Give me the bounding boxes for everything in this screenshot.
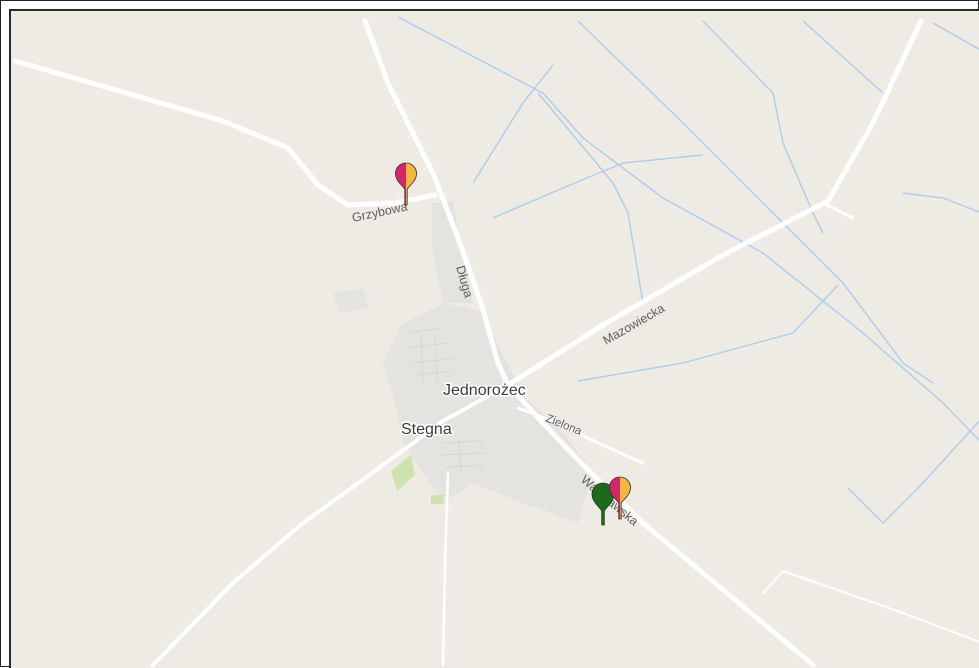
- building-blocks: [407, 327, 486, 474]
- place-labels: Jednorożec Stegna: [400, 381, 528, 440]
- road-south: [441, 471, 450, 667]
- place-label-jednorozec: Jednorożec: [443, 382, 526, 399]
- water-canals: [397, 16, 979, 524]
- road-mazowiecka: [505, 18, 924, 388]
- map-marker-warszawska[interactable]: [608, 475, 632, 521]
- road-southwest: [151, 383, 510, 667]
- road-grzybowa: [12, 58, 438, 208]
- map-view[interactable]: Grzybowa Długa Mazowiecka Zielona Warsza…: [9, 9, 979, 668]
- built-up-area: [333, 201, 593, 523]
- map-marker-grzybowa[interactable]: [394, 161, 418, 207]
- park-areas: [391, 455, 443, 504]
- road-dluga: [362, 18, 511, 388]
- place-label-stegna: Stegna: [401, 421, 452, 438]
- road-zielona: [516, 406, 645, 465]
- map-canvas[interactable]: Grzybowa Długa Mazowiecka Zielona Warsza…: [11, 11, 979, 668]
